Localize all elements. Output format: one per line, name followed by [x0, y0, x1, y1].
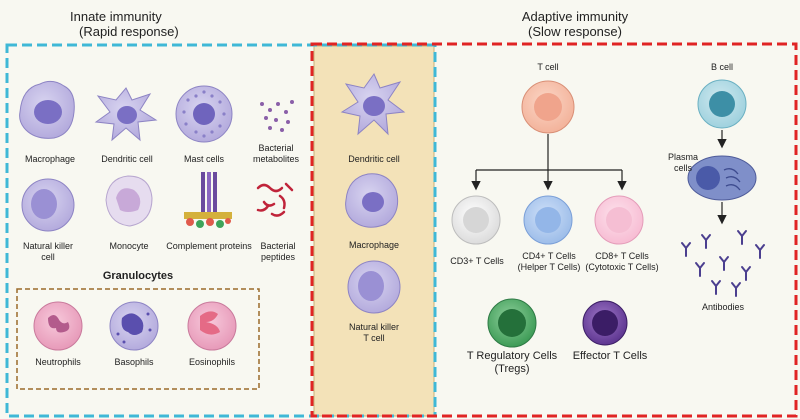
adaptive-title: Adaptive immunity: [521, 9, 629, 24]
effector-t-cell-icon: [582, 300, 628, 346]
bacterial-peptides-label-line1: Bacterial: [260, 241, 296, 251]
eosinophil-icon: [187, 301, 237, 351]
b-cell-label: B cell: [710, 62, 733, 72]
cd4-label-line2: (Helper T Cells): [517, 262, 581, 272]
bacterial-peptides-icon: [256, 182, 294, 217]
innate-border: [5, 43, 437, 418]
cd8-t-cell-icon: [594, 195, 644, 245]
basophil-icon: [109, 301, 159, 351]
granulocytes-title: Granulocytes: [102, 270, 174, 282]
nkt-label-line1: Natural killer: [348, 322, 399, 332]
antibodies-label: Antibodies: [701, 302, 745, 312]
dendritic-cell-label: Dendritic cell: [101, 154, 153, 164]
cd4-t-cell-icon: [523, 195, 573, 245]
cd3-t-cell-icon: [451, 195, 501, 245]
b-cell-icon: [697, 79, 747, 129]
natural-killer-cell-icon: [21, 178, 75, 232]
macrophage-cell-icon: [19, 80, 75, 139]
neutrophil-icon: [33, 301, 83, 351]
t-cell-icon: [521, 80, 575, 134]
t-cell-tree-connector: [471, 134, 627, 191]
middle-dendritic-label: Dendritic cell: [348, 154, 400, 164]
adaptive-border: [310, 42, 798, 418]
complement-proteins-label: Complement proteins: [166, 241, 252, 251]
bacterial-metabolites-label-line2: metabolites: [252, 154, 300, 164]
monocyte-icon: [105, 175, 153, 227]
t-cell-label: T cell: [537, 62, 559, 72]
mast-cell-icon: [175, 85, 233, 143]
bacterial-metabolites-icon: [260, 100, 294, 132]
plasma-cells-label-line2: cells: [673, 163, 692, 173]
mast-cells-label: Mast cells: [183, 154, 224, 164]
middle-macrophage-icon: [345, 173, 399, 228]
nk-cell-label-line1: Natural killer: [22, 241, 73, 251]
innate-subtitle: (Rapid response): [79, 24, 179, 39]
basophils-label: Basophils: [114, 357, 154, 367]
cd4-label-line1: CD4+ T Cells: [522, 251, 576, 261]
treg-label-line2: (Tregs): [494, 363, 530, 375]
bacterial-peptides-label-line2: peptides: [260, 252, 296, 262]
granulocytes-border: [16, 288, 260, 390]
dendritic-cell-icon: [94, 87, 158, 142]
bacterial-metabolites-label-line1: Bacterial: [258, 143, 294, 153]
antibodies-icon: [681, 230, 765, 297]
natural-killer-t-cell-icon: [347, 260, 401, 314]
cd8-label-line1: CD8+ T Cells: [595, 251, 649, 261]
plasma-cell-icon: [687, 155, 757, 201]
adaptive-subtitle: (Slow response): [528, 24, 622, 39]
nkt-label-line2: T cell: [363, 333, 385, 343]
treg-cell-icon: [487, 298, 537, 348]
monocyte-label: Monocyte: [109, 241, 149, 251]
complement-proteins-icon: [184, 172, 232, 228]
cd3-label: CD3+ T Cells: [450, 256, 504, 266]
middle-dendritic-cell-icon: [340, 72, 406, 136]
middle-macrophage-label: Macrophage: [348, 240, 400, 250]
macrophage-label: Macrophage: [24, 154, 76, 164]
nk-cell-label-line2: cell: [41, 252, 55, 262]
neutrophils-label: Neutrophils: [35, 357, 81, 367]
innate-title: Innate immunity: [70, 9, 162, 24]
cd8-label-line2: (Cytotoxic T Cells): [585, 262, 659, 272]
treg-label-line1: T Regulatory Cells: [466, 350, 558, 362]
effector-label: Effector T Cells: [572, 350, 648, 362]
eosinophils-label: Eosinophils: [188, 357, 236, 367]
plasma-cells-label-line1: Plasma: [667, 152, 698, 162]
